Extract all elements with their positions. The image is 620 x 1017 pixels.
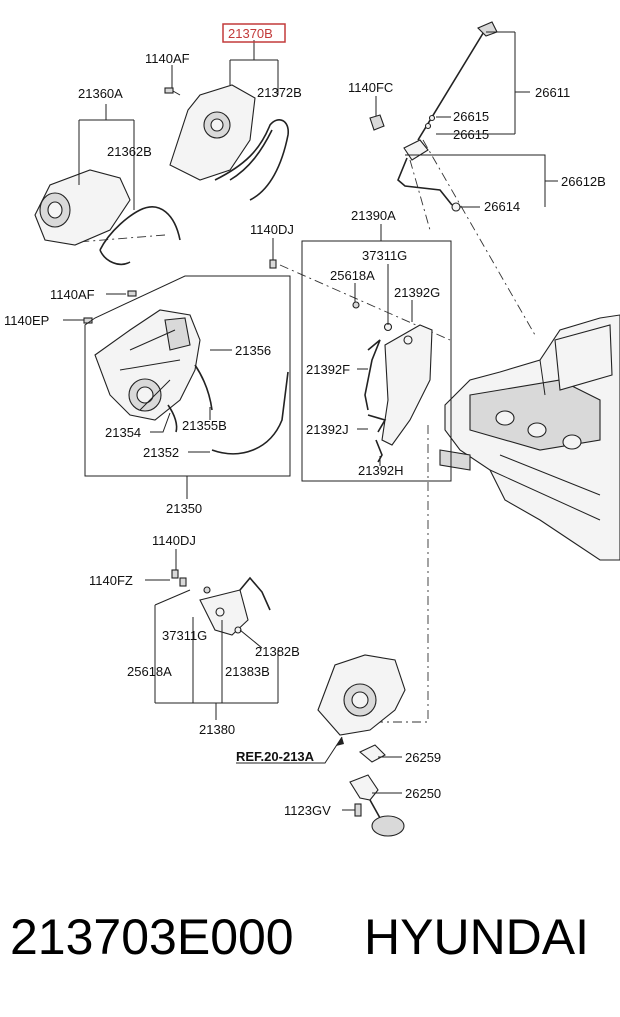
- label-1140FZ: 1140FZ: [89, 573, 133, 588]
- bolt-1140AF-mid: [127, 290, 137, 297]
- label-21392F: 21392F: [306, 362, 350, 377]
- label-26615-b: 26615: [453, 127, 489, 142]
- leader-lines: [63, 31, 558, 811]
- label-37311G-top: 37311G: [362, 248, 407, 263]
- label-21350: 21350: [166, 501, 202, 516]
- label-21392J: 21392J: [306, 422, 349, 437]
- label-21390A: 21390A: [351, 208, 396, 223]
- timing-cover-21370B: [169, 84, 289, 201]
- label-21352: 21352: [143, 445, 179, 460]
- reference-line: [380, 425, 429, 723]
- label-ref-20-213A: REF.20-213A: [236, 749, 315, 764]
- front-cover-21350: [94, 309, 289, 455]
- label-37311G-bottom: 37311G: [162, 628, 207, 643]
- label-21354: 21354: [105, 425, 141, 440]
- label-21383B: 21383B: [225, 664, 270, 679]
- label-21370B: 21370B: [228, 26, 273, 41]
- label-21380: 21380: [199, 722, 235, 737]
- label-26612B: 26612B: [561, 174, 606, 189]
- label-1123GV: 1123GV: [284, 803, 331, 818]
- label-21356: 21356: [235, 343, 271, 358]
- label-1140DJ-top: 1140DJ: [250, 222, 294, 237]
- label-1140FC: 1140FC: [348, 80, 393, 95]
- label-1140AF-top: 1140AF: [145, 51, 190, 66]
- group-box-21390A: [301, 240, 452, 482]
- brand-name: HYUNDAI: [364, 909, 590, 965]
- bolt-1140AF-top: [164, 87, 181, 96]
- label-21360A: 21360A: [78, 86, 123, 101]
- group-box-21350: [84, 275, 291, 477]
- bracket-21380: [171, 569, 271, 636]
- label-25618A-top: 25618A: [330, 268, 375, 283]
- footer: 213703E000 HYUNDAI: [0, 900, 620, 980]
- label-26615-a: 26615: [453, 109, 489, 124]
- reference-line: [422, 139, 536, 336]
- label-21392G: 21392G: [394, 285, 440, 300]
- label-26614: 26614: [484, 199, 520, 214]
- chain-guide-21390A: [352, 301, 433, 463]
- exploded-parts-diagram: 21370B 1140AF 21372B 21360A 21362B 1140F…: [4, 21, 620, 837]
- label-21355B: 21355B: [182, 418, 227, 433]
- bolt-1140DJ-top: [269, 259, 277, 269]
- label-21392H: 21392H: [358, 463, 404, 478]
- label-26611: 26611: [535, 85, 570, 100]
- label-1140AF-mid: 1140AF: [50, 287, 95, 302]
- label-26250: 26250: [405, 786, 441, 801]
- timing-cover-21360A: [34, 169, 181, 266]
- reference-line: [409, 159, 431, 231]
- label-1140DJ-bottom: 1140DJ: [152, 533, 196, 548]
- label-21372B: 21372B: [257, 85, 302, 100]
- engine-block-illustration: [439, 314, 620, 561]
- highlight-box-21370B: [222, 23, 286, 43]
- label-26259: 26259: [405, 750, 441, 765]
- label-1140EP: 1140EP: [4, 313, 49, 328]
- part-number: 213703E000: [10, 909, 294, 965]
- label-21362B: 21362B: [107, 144, 152, 159]
- reference-line: [77, 234, 166, 243]
- oil-pump-assembly: [317, 654, 406, 837]
- label-25618A-bottom: 25618A: [127, 664, 172, 679]
- label-21382B: 21382B: [255, 644, 300, 659]
